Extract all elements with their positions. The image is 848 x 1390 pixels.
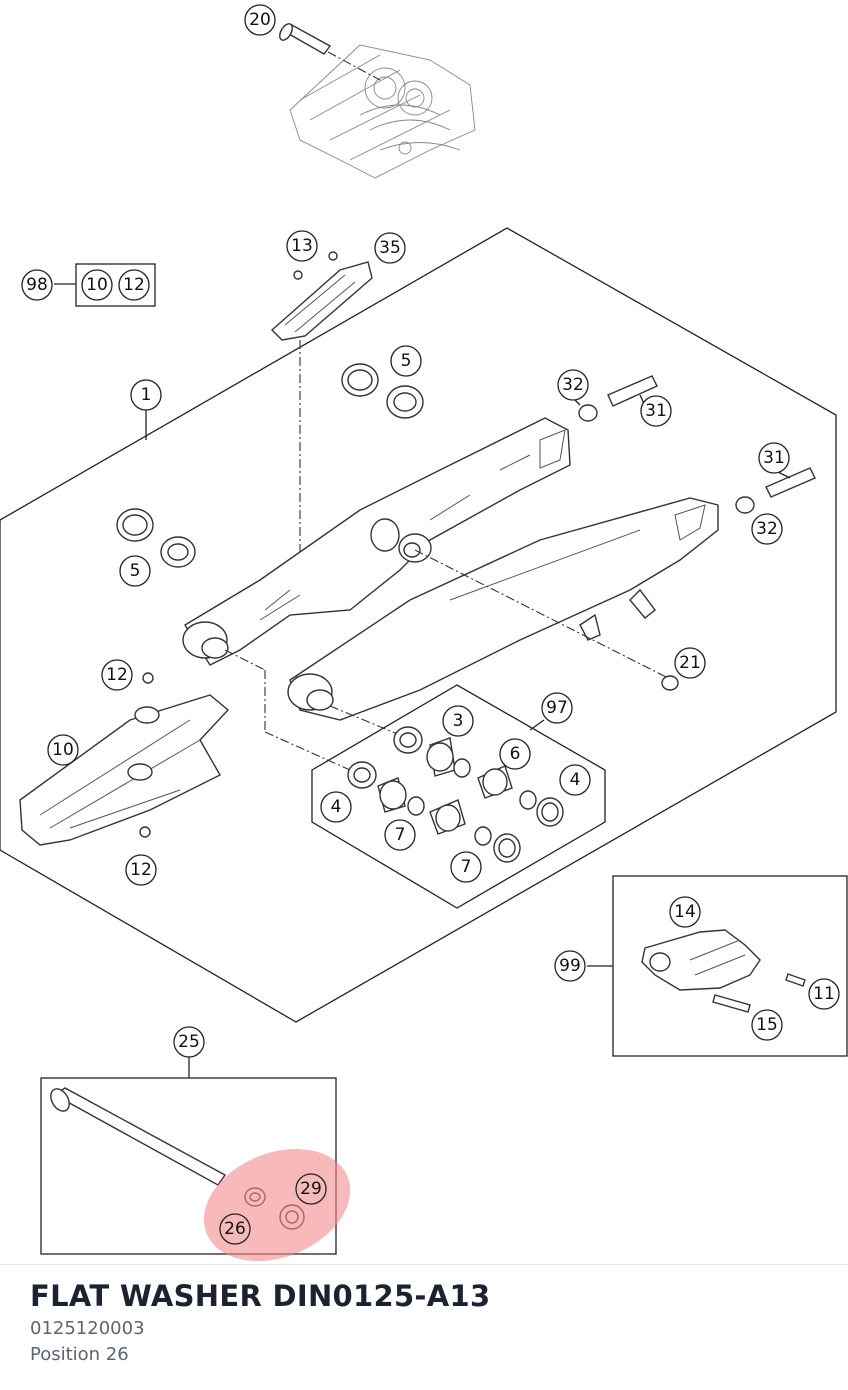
callout-3[interactable]: 3: [442, 705, 474, 737]
callout-4[interactable]: 4: [559, 764, 591, 796]
callout-label: 32: [756, 519, 778, 539]
callout-29[interactable]: 29: [295, 1173, 327, 1205]
callout-label: 20: [249, 10, 271, 30]
swingarm-body: [182, 417, 719, 771]
frame-ghost-drawing: [289, 44, 476, 179]
callout-label: 1: [141, 385, 152, 405]
callout-31[interactable]: 31: [640, 395, 672, 427]
callout-label: 3: [453, 711, 464, 731]
swingarm-pivot-bolt: [279, 23, 381, 81]
callout-20[interactable]: 20: [244, 4, 276, 36]
callout-label: 5: [401, 351, 412, 371]
callout-13[interactable]: 13: [286, 230, 318, 262]
seal-upper: [341, 363, 424, 419]
callout-label: 12: [106, 665, 128, 685]
callout-label: 13: [291, 236, 313, 256]
callout-15[interactable]: 15: [751, 1009, 783, 1041]
exploded-parts-diagram: 2098101213351532313132512219731064471271…: [0, 4, 848, 1261]
bearing-kit-97-frame: [311, 684, 606, 909]
callout-label: 32: [562, 375, 584, 395]
callout-label: 7: [395, 825, 406, 845]
callout-label: 10: [86, 275, 108, 295]
chain-guide-part: [19, 672, 230, 846]
part-info-panel: FLAT WASHER DIN0125-A13 0125120003 Posit…: [30, 1276, 828, 1368]
part-position: Position 26: [30, 1344, 129, 1365]
callout-1[interactable]: 1: [130, 379, 162, 411]
callout-label: 4: [570, 770, 581, 790]
callout-label: 29: [300, 1179, 322, 1199]
callout-label: 25: [178, 1032, 200, 1052]
callout-5[interactable]: 5: [119, 555, 151, 587]
callout-label: 10: [52, 740, 74, 760]
chain-guide-block: [641, 929, 806, 1013]
divider: [0, 1264, 848, 1265]
callout-6[interactable]: 6: [499, 738, 531, 770]
callout-10[interactable]: 10: [47, 734, 79, 766]
callout-label: 97: [546, 698, 568, 718]
swingarm-assembly-frame: [0, 227, 837, 1023]
callout-label: 12: [123, 275, 145, 295]
callout-14[interactable]: 14: [669, 896, 701, 928]
nut-21: [661, 675, 679, 691]
callout-label: 11: [813, 984, 835, 1004]
callout-label: 26: [224, 1219, 246, 1239]
spacer-31-upper: [578, 375, 658, 422]
callout-label: 99: [559, 956, 581, 976]
callout-label: 12: [130, 860, 152, 880]
callout-label: 31: [645, 401, 667, 421]
callout-12[interactable]: 12: [118, 269, 150, 301]
callout-35[interactable]: 35: [374, 232, 406, 264]
callout-label: 98: [26, 275, 48, 295]
callout-7[interactable]: 7: [384, 819, 416, 851]
callout-label: 5: [130, 561, 141, 581]
kit-98-box: [75, 263, 156, 307]
selected-part-highlight: [203, 1149, 351, 1261]
part-number: 0125120003: [30, 1318, 145, 1339]
callout-12[interactable]: 12: [101, 659, 133, 691]
callout-4[interactable]: 4: [320, 791, 352, 823]
callout-11[interactable]: 11: [808, 978, 840, 1010]
bearing-kit-parts: [347, 726, 564, 863]
callout-label: 35: [379, 238, 401, 258]
callout-12[interactable]: 12: [125, 854, 157, 886]
callout-99[interactable]: 99: [554, 950, 586, 982]
callout-97[interactable]: 97: [541, 692, 573, 724]
callout-label: 7: [461, 857, 472, 877]
seal-lower: [116, 508, 196, 568]
chain-slider-part: [270, 251, 373, 560]
callout-label: 31: [763, 448, 785, 468]
callout-label: 6: [510, 744, 521, 764]
callout-label: 14: [674, 902, 696, 922]
callout-7[interactable]: 7: [450, 851, 482, 883]
callout-25[interactable]: 25: [173, 1026, 205, 1058]
callout-label: 15: [756, 1015, 778, 1035]
part-name: FLAT WASHER DIN0125-A13: [30, 1279, 491, 1313]
callout-98[interactable]: 98: [21, 269, 53, 301]
callout-31[interactable]: 31: [758, 442, 790, 474]
callout-10[interactable]: 10: [81, 269, 113, 301]
callout-label: 21: [679, 653, 701, 673]
callout-21[interactable]: 21: [674, 647, 706, 679]
callout-label: 4: [331, 797, 342, 817]
callout-32[interactable]: 32: [557, 369, 589, 401]
callout-32[interactable]: 32: [751, 513, 783, 545]
spacer-31-lower: [735, 467, 816, 514]
callout-5[interactable]: 5: [390, 345, 422, 377]
callout-26[interactable]: 26: [219, 1213, 251, 1245]
